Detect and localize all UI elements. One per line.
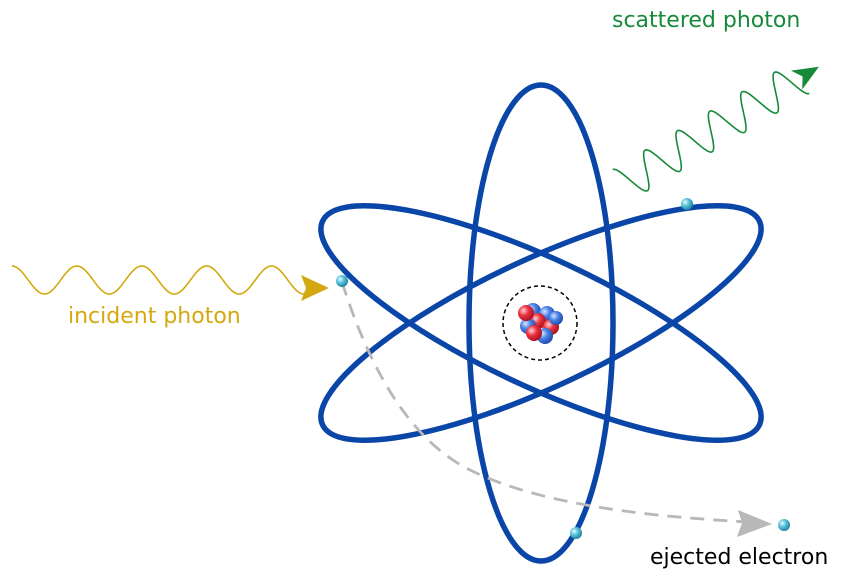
nucleus-boundary	[502, 285, 578, 361]
orbits	[318, 82, 764, 564]
scattered-photon-label: scattered photon	[612, 8, 801, 33]
incident-photon-arrowhead	[301, 275, 329, 301]
electrons	[336, 198, 790, 539]
electron-sphere-icon	[778, 519, 790, 531]
electron-sphere-icon	[681, 198, 693, 210]
ejected-path-arrowhead	[737, 510, 772, 537]
orbit-tilted-a	[318, 203, 764, 443]
ejected-electron-path	[340, 281, 772, 537]
incident-photon-wave	[11, 265, 305, 295]
ejected-electron-label: ejected electron	[650, 545, 829, 570]
orbit-vertical	[466, 82, 616, 564]
scattered-photon-wave	[612, 71, 810, 192]
electron-sphere-icon	[570, 527, 582, 539]
nucleus	[502, 285, 578, 361]
incident-photon	[11, 265, 329, 301]
proton-sphere-icon	[526, 325, 542, 341]
orbit-tilted-b	[318, 203, 764, 443]
electron-sphere-icon	[336, 275, 348, 287]
incident-photon-label: incident photon	[68, 304, 241, 329]
ejected-path-line	[340, 281, 749, 524]
neutron-sphere-icon	[549, 311, 563, 325]
scattered-photon-arrowhead	[790, 66, 819, 90]
proton-sphere-icon	[518, 305, 534, 321]
scattered-photon	[612, 66, 819, 192]
